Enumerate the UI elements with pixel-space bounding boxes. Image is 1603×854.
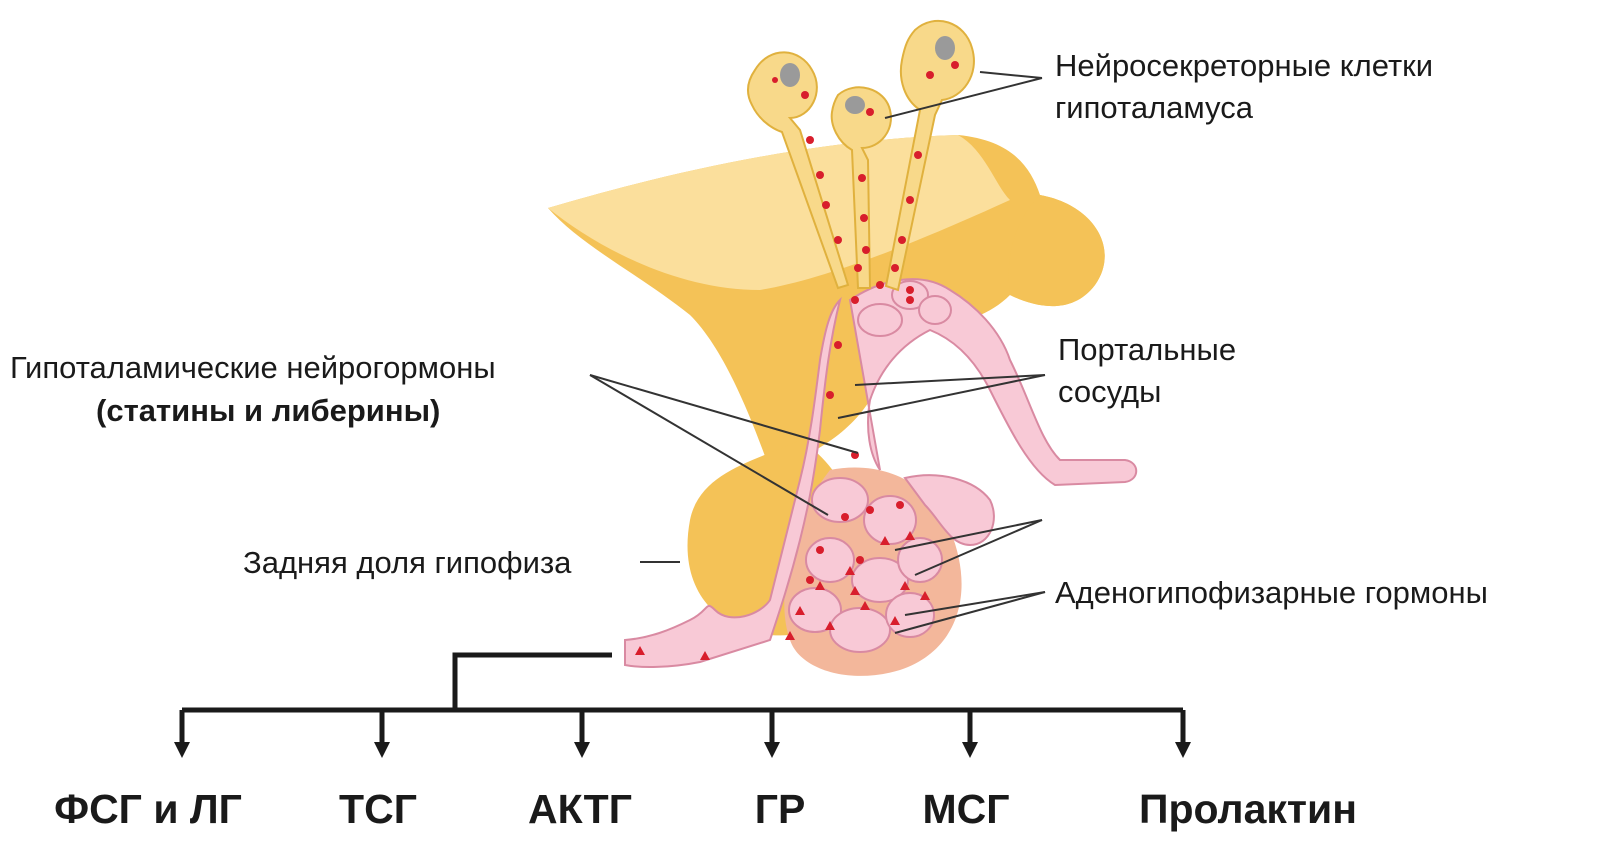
neurohormones-label-line1: Гипоталамические нейрогормоны xyxy=(10,350,496,386)
portal-label-line1: Портальные xyxy=(1058,332,1236,368)
hormone-gh: ГР xyxy=(755,785,806,833)
hormone-msh: МСГ xyxy=(922,785,1009,833)
portal-label-line2: сосуды xyxy=(1058,374,1161,410)
neurosecretory-label-line1: Нейросекреторные клетки xyxy=(1055,48,1433,84)
posterior-lobe-label: Задняя доля гипофиза xyxy=(243,545,571,581)
adeno-hormones-label: Аденогипофизарные гормоны xyxy=(1055,575,1488,611)
arrow-heads xyxy=(174,742,1191,758)
hormone-fsh-lh: ФСГ и ЛГ xyxy=(54,785,242,833)
hormone-tsh: ТСГ xyxy=(339,785,417,833)
hormone-acth: АКТГ xyxy=(528,785,632,833)
hormone-prolactin: Пролактин xyxy=(1139,785,1357,833)
hormone-tree xyxy=(182,655,1183,745)
neurohormones-label-line2: (статины и либерины) xyxy=(96,393,440,429)
neurosecretory-label-line2: гипоталамуса xyxy=(1055,90,1253,126)
